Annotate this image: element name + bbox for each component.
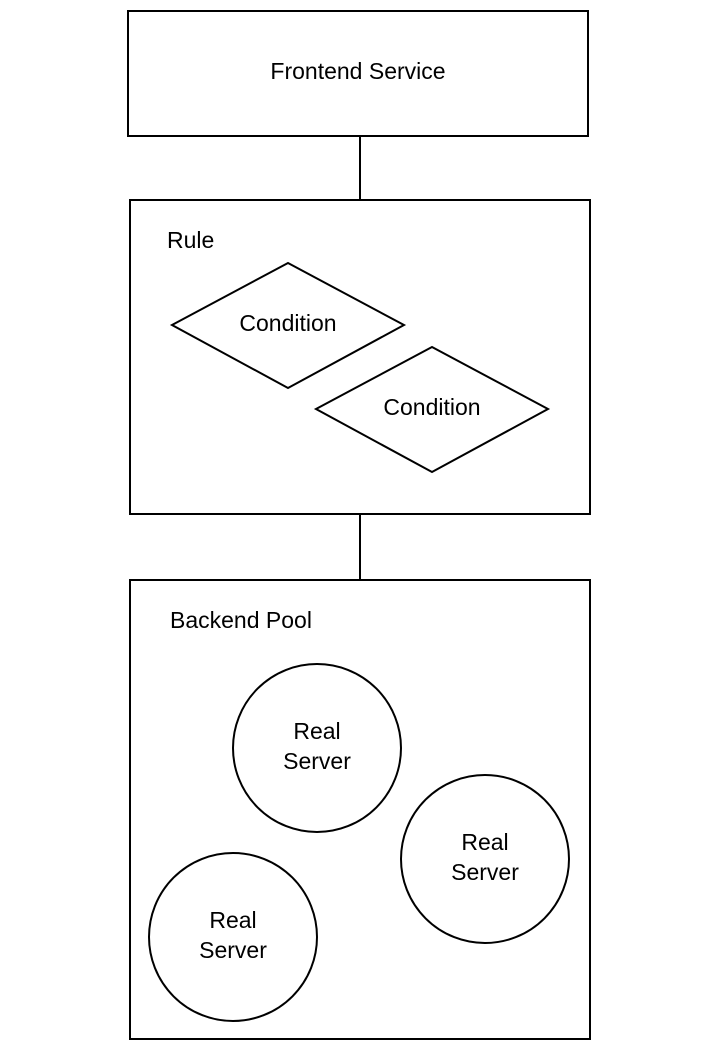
real-server-label-line1: Real [461, 829, 508, 855]
backend-pool-node: Backend Pool Real Server Real Server Rea… [129, 579, 591, 1040]
rule-box [129, 199, 591, 515]
real-server-label-line1: Real [293, 718, 340, 744]
condition-diamond [169, 261, 407, 390]
real-server-1: Real Server [232, 663, 402, 833]
condition-diamond [313, 345, 551, 474]
real-server-label-line1: Real [209, 907, 256, 933]
condition-1: Condition [169, 261, 407, 390]
backend-pool-label: Backend Pool [170, 607, 312, 633]
real-server-label-line2: Server [451, 859, 519, 885]
real-server-label-line2: Server [283, 748, 351, 774]
real-server-2: Real Server [400, 774, 570, 944]
frontend-service-label: Frontend Service [270, 58, 445, 84]
condition-2: Condition [313, 345, 551, 474]
condition-label: Condition [383, 394, 480, 420]
real-server-3: Real Server [148, 852, 318, 1022]
rule-node: Rule Condition Condition [129, 199, 591, 515]
real-server-circle [232, 663, 402, 833]
real-server-circle [148, 852, 318, 1022]
real-server-circle [400, 774, 570, 944]
real-server-label-line2: Server [199, 937, 267, 963]
frontend-service-box [127, 10, 589, 137]
condition-label: Condition [239, 310, 336, 336]
rule-label: Rule [167, 227, 214, 253]
frontend-service-node: Frontend Service [127, 10, 589, 137]
